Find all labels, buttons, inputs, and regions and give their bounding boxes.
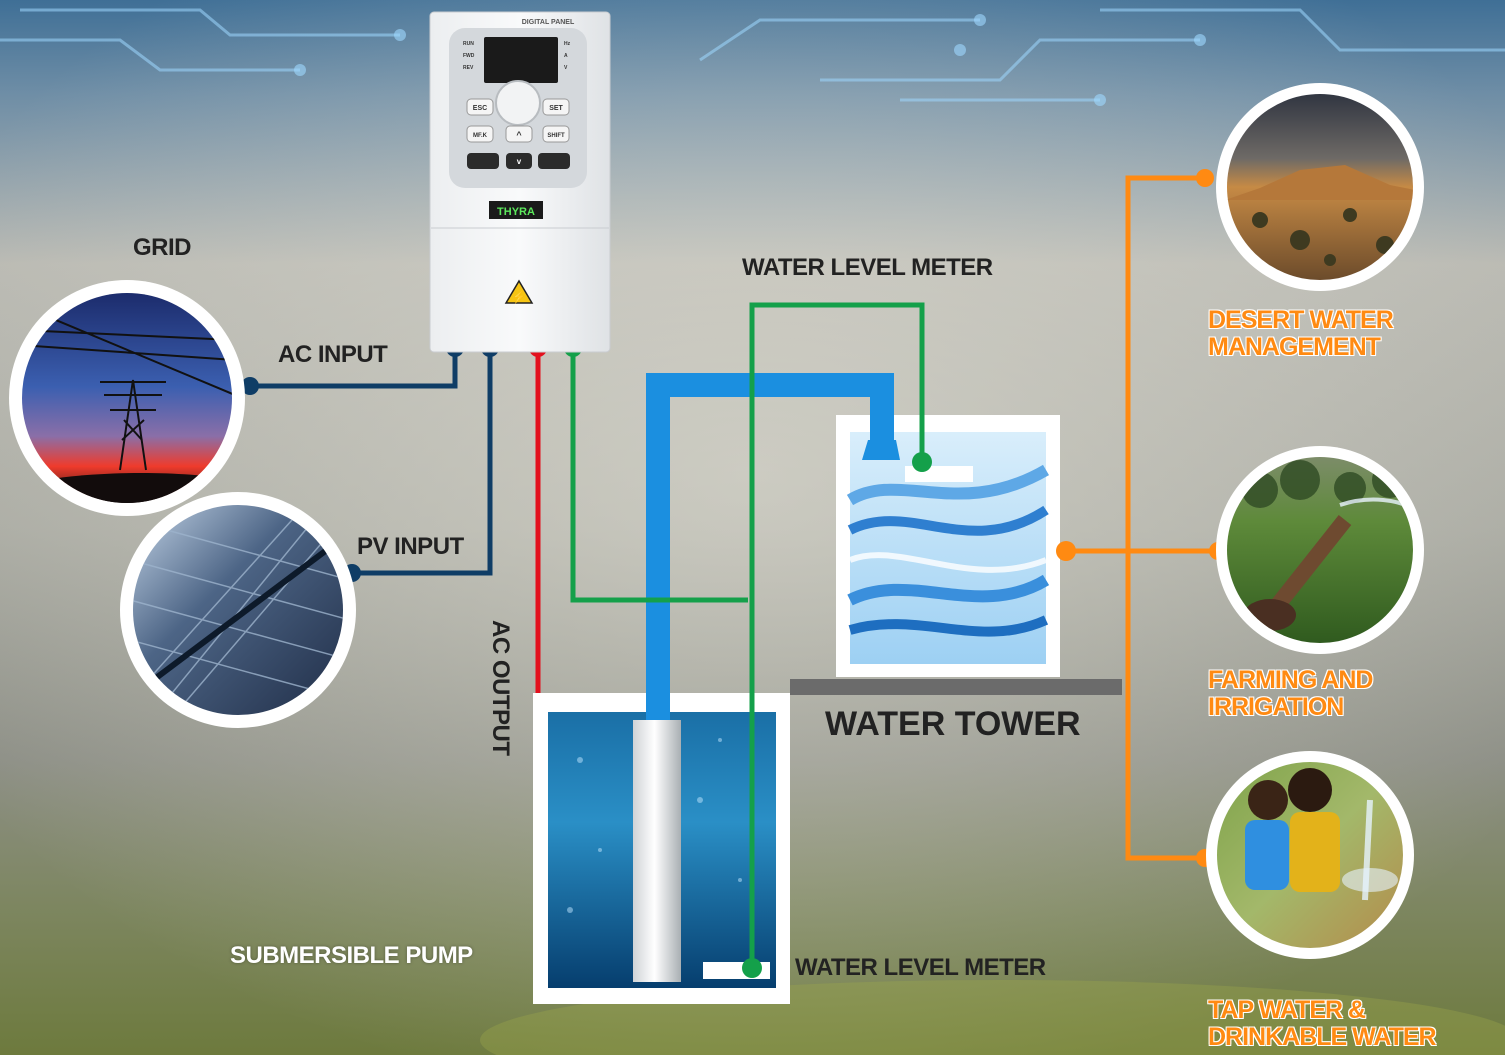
level-meter-node-tower bbox=[912, 452, 932, 472]
farming-label: FARMING AND IRRIGATION bbox=[1207, 666, 1373, 721]
farming-label-line1: FARMING AND bbox=[1207, 666, 1373, 694]
desert-image bbox=[1216, 83, 1424, 291]
farming-image bbox=[1216, 446, 1424, 654]
mfk-key-label: MF.K bbox=[473, 133, 488, 139]
ac-input-label: AC INPUT bbox=[278, 341, 388, 368]
tap-water-label: TAP WATER & DRINKABLE WATER bbox=[1208, 996, 1438, 1051]
water-pipe-outlet bbox=[862, 440, 900, 460]
tap-water-label-line2: DRINKABLE WATER bbox=[1208, 1023, 1438, 1051]
indicator-rev: REV bbox=[463, 65, 474, 71]
water-tower-platform bbox=[790, 679, 1122, 695]
inverter-panel-title: DIGITAL PANEL bbox=[522, 19, 575, 26]
desert-water-label: DESERT WATER MANAGEMENT bbox=[1208, 306, 1395, 361]
down-key-label: v bbox=[517, 157, 522, 166]
ac-input-node-left bbox=[241, 377, 259, 395]
circuit-traces bbox=[0, 8, 1505, 102]
desert-water-label-line1: DESERT WATER bbox=[1208, 306, 1395, 334]
up-key[interactable] bbox=[505, 125, 533, 143]
level-meter-node-well bbox=[742, 958, 762, 978]
water-tower-label: WATER TOWER bbox=[825, 705, 1081, 743]
brand-label: THYRA bbox=[497, 206, 535, 218]
grid-label: GRID bbox=[133, 234, 192, 261]
water-level-meter-bottom-label: WATER LEVEL METER bbox=[795, 954, 1046, 981]
inverter-display bbox=[484, 37, 558, 83]
warning-symbol: ⚡ bbox=[512, 290, 527, 304]
run-key[interactable] bbox=[467, 153, 499, 169]
inverter-keys: ESC SET MF.K ^ SHIFT v bbox=[466, 98, 570, 169]
tap-water-image bbox=[1206, 751, 1414, 959]
shift-key-label: SHIFT bbox=[547, 133, 565, 139]
circuit-nodes bbox=[294, 14, 1206, 106]
water-tower-waves bbox=[846, 464, 1050, 637]
indicator-hz: Hz bbox=[564, 41, 571, 47]
submersible-pump bbox=[633, 720, 681, 982]
tap-water-label-line1: TAP WATER & bbox=[1208, 996, 1367, 1024]
esc-key[interactable] bbox=[466, 98, 494, 116]
indicator-fwd: FWD bbox=[463, 53, 475, 59]
shift-key[interactable] bbox=[542, 125, 570, 143]
esc-key-label: ESC bbox=[473, 105, 487, 112]
ac-input-line bbox=[250, 348, 458, 389]
farming-label-line2: IRRIGATION bbox=[1207, 693, 1344, 721]
level-meter-line-sensors bbox=[749, 302, 925, 968]
solar-pump-inverter: DIGITAL PANEL RUN FWD REV Hz A V ESC SET… bbox=[429, 11, 611, 353]
down-key[interactable] bbox=[506, 153, 532, 169]
indicator-a: A bbox=[564, 53, 568, 59]
pv-input-line bbox=[352, 348, 493, 576]
distribution-lines bbox=[1066, 175, 1218, 861]
ac-output-label: AC OUTPUT bbox=[487, 620, 514, 756]
solar-panel-icon bbox=[133, 505, 343, 715]
up-key-label: ^ bbox=[516, 130, 522, 140]
indicator-run: RUN bbox=[463, 41, 474, 47]
stop-key[interactable] bbox=[538, 153, 570, 169]
indicator-v: V bbox=[564, 65, 568, 71]
pv-input-label: PV INPUT bbox=[357, 533, 464, 560]
solar-image bbox=[120, 492, 356, 728]
brand-badge bbox=[489, 201, 543, 219]
set-key[interactable] bbox=[542, 98, 570, 116]
level-meter-line-inverter bbox=[570, 348, 748, 603]
water-level-meter-top-label: WATER LEVEL METER bbox=[742, 254, 993, 281]
water-pipe bbox=[646, 373, 894, 720]
submersible-pump-label: SUBMERSIBLE PUMP bbox=[230, 942, 473, 969]
grid-image bbox=[9, 280, 245, 516]
warning-icon bbox=[504, 279, 534, 304]
well-bubbles bbox=[567, 738, 742, 913]
set-key-label: SET bbox=[549, 105, 563, 112]
power-pylon-icon bbox=[22, 304, 232, 471]
desert-water-label-line2: MANAGEMENT bbox=[1208, 333, 1382, 361]
mfk-key[interactable] bbox=[466, 125, 494, 143]
inverter-knob[interactable] bbox=[495, 80, 541, 126]
